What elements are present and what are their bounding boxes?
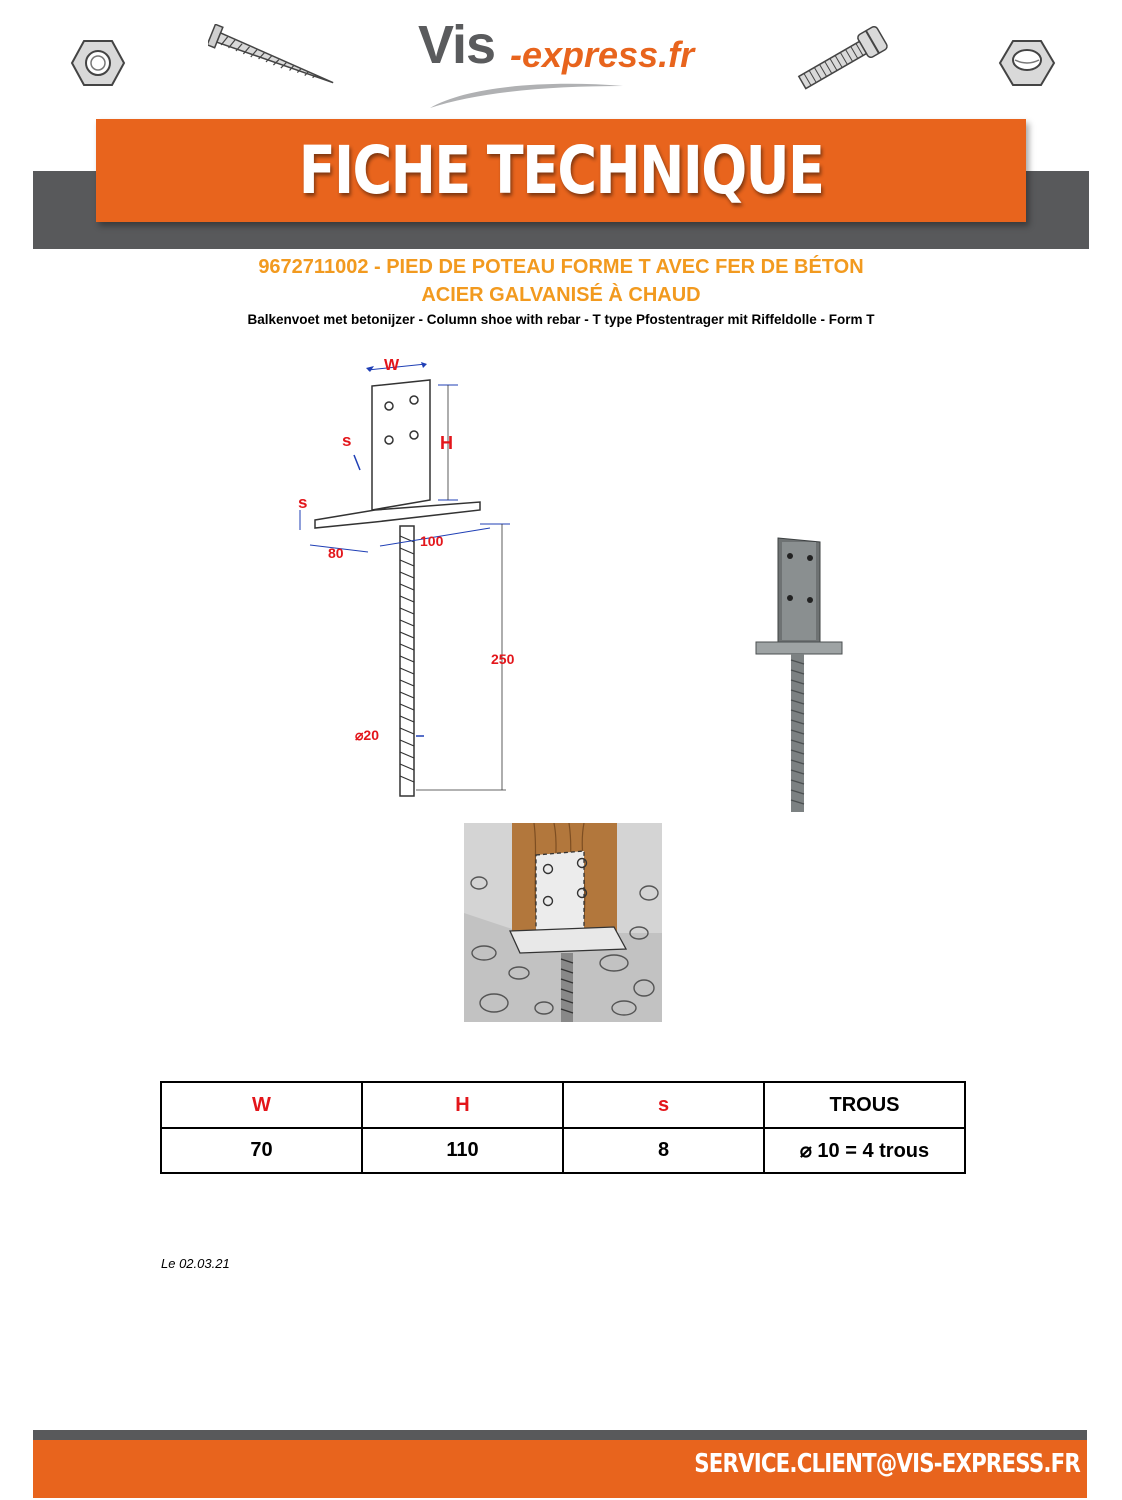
brand-logo-part2: -express.fr [510, 34, 695, 75]
product-title-line2: ACIER GALVANISÉ À CHAUD [421, 284, 701, 306]
table-header-w: W [160, 1081, 363, 1129]
document-date: Le 02.03.21 [161, 1256, 230, 1271]
spec-table: W H s TROUS 70 110 8 ⌀ 10 = 4 trous [160, 1081, 966, 1174]
footer [33, 1440, 1087, 1498]
table-cell-w: 70 [160, 1127, 363, 1174]
label-s-bottom: s [298, 493, 307, 512]
machine-screw-icon [797, 25, 888, 90]
product-subtitle: Balkenvoet met betonijzer - Column shoe … [247, 312, 875, 327]
installation-illustration [464, 823, 662, 1022]
label-100: 100 [420, 533, 444, 549]
footer-email-link[interactable]: SERVICE.CLIENT@VIS-EXPRESS.FR [694, 1449, 1081, 1479]
table-cell-trous: ⌀ 10 = 4 trous [763, 1127, 966, 1174]
table-cell-s: 8 [562, 1127, 765, 1174]
brand-logo-part1: Vis [418, 15, 496, 75]
label-h: H [440, 433, 453, 453]
hex-nut-left-icon [70, 40, 126, 86]
table-header-trous: TROUS [763, 1081, 966, 1129]
product-title-line1: 9672711002 - PIED DE POTEAU FORME T AVEC… [258, 256, 864, 278]
logo-swoosh [430, 83, 623, 108]
label-80: 80 [328, 545, 344, 561]
label-250: 250 [491, 651, 515, 667]
table-header-row: W H s TROUS [160, 1081, 966, 1129]
table-cell-h: 110 [361, 1127, 564, 1174]
brand-logo: Vis -express.fr [418, 14, 718, 108]
table-row: 70 110 8 ⌀ 10 = 4 trous [160, 1127, 966, 1174]
label-s-top: s [342, 431, 351, 450]
page-title: FICHE TECHNIQUE [298, 132, 825, 209]
hex-nut-right-icon [998, 40, 1056, 86]
technical-drawing: W H s s 80 100 250 ⌀20 [298, 357, 515, 797]
banner [96, 119, 1026, 222]
footer-stripe [33, 1430, 1087, 1440]
label-w: W [384, 357, 400, 374]
product-photo [755, 537, 843, 812]
wood-screw-icon [208, 24, 334, 84]
table-header-s: s [562, 1081, 765, 1129]
table-header-h: H [361, 1081, 564, 1129]
label-diameter: ⌀20 [355, 727, 379, 743]
